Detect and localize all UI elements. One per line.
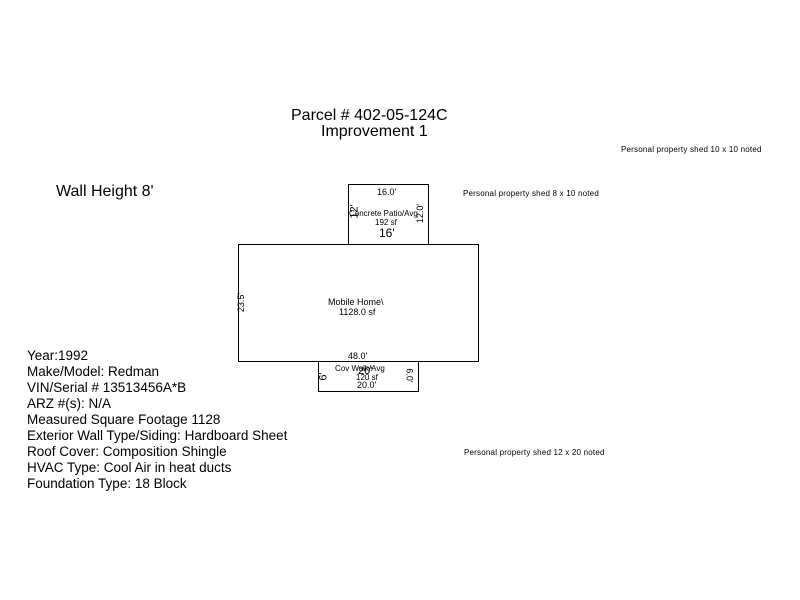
info-foundation: Foundation Type: 18 Block — [27, 476, 187, 491]
info-arz: ARZ #(s): N/A — [27, 396, 112, 411]
patio-area-value: 192 sf — [375, 218, 397, 227]
home-name: Mobile Home\ — [328, 297, 384, 307]
patio-bottom-dimension: 16' — [379, 226, 395, 240]
home-bottom-dimension: 48.0' — [348, 351, 368, 361]
info-square-footage: Measured Square Footage 1128 — [27, 412, 221, 427]
patio-right-dimension: 12.0' — [415, 203, 426, 224]
shed-note-3: Personal property shed 12 x 20 noted — [464, 448, 605, 457]
walk-right-dimension: 6.0' — [404, 368, 415, 383]
walk-area-value: 120 sf — [356, 373, 378, 382]
info-make-model: Make/Model: Redman — [27, 364, 160, 379]
shed-note-2: Personal property shed 8 x 10 noted — [463, 189, 599, 198]
info-roof-cover: Roof Cover: Composition Shingle — [27, 444, 227, 459]
info-block: Year:1992 Make/Model: Redman VIN/Serial … — [27, 348, 287, 492]
shed-note-1: Personal property shed 10 x 10 noted — [621, 145, 762, 154]
wall-height-label: Wall Height 8' — [56, 183, 154, 200]
parcel-title: Parcel # 402-05-124C — [291, 107, 448, 124]
home-left-dimension: 23.5' — [236, 292, 247, 313]
walk-top-dimension: 20' — [358, 365, 373, 377]
info-year: Year:1992 — [27, 348, 89, 363]
walk-left-dimension: 6' — [317, 372, 330, 381]
walk-name: Cov Walk/Avg — [335, 364, 385, 373]
info-vin: VIN/Serial # 13513456A*B — [27, 380, 187, 395]
patio-top-dimension: 16.0' — [377, 187, 397, 197]
improvement-title: Improvement 1 — [321, 123, 428, 140]
home-area-value: 1128.0 sf — [339, 307, 376, 317]
covered-walk-area — [318, 361, 419, 392]
info-hvac: HVAC Type: Cool Air in heat ducts — [27, 460, 232, 475]
patio-name: Concrete Patio/Avg — [349, 209, 418, 218]
info-wall-type: Exterior Wall Type/Siding: Hardboard She… — [27, 428, 288, 443]
patio-left-dimension: 12' — [348, 204, 361, 219]
walk-bottom-dimension: 20.0' — [357, 380, 377, 390]
